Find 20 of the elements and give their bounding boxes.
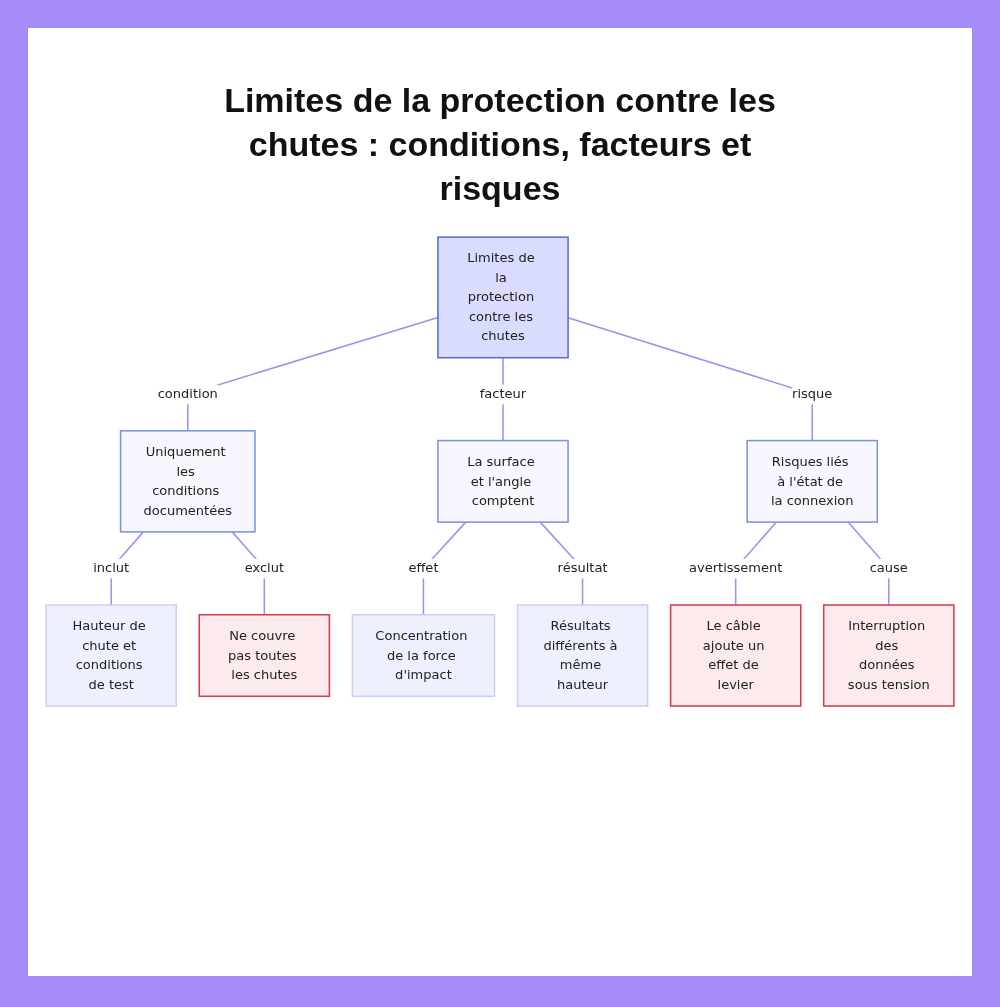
edge-label: facteur [479, 385, 527, 401]
node-box: Uniquement les conditions documentées [119, 429, 256, 533]
edge-label: avertissement [688, 559, 783, 576]
node-box: Concentration de la force d'impact [351, 613, 496, 697]
edge-label: condition [157, 385, 218, 401]
node-box: Limites de la protection contre les chutes [437, 235, 569, 359]
node-box: Hauteur de chute et conditions de test [45, 603, 178, 707]
edge-label: exclut [244, 559, 285, 576]
node-box: Le câble ajoute un effet de levier [669, 603, 802, 707]
edge-label: cause [869, 559, 908, 576]
node-box: Interruption des données sous tension [822, 603, 955, 707]
node-box: Ne couvre pas toutes les chutes [198, 613, 331, 697]
diagram-title: Limites de la protection contre les chutes : conditions, facteurs et risques [223, 80, 777, 210]
edge-label: effet [408, 559, 439, 576]
node-box: Risques liés à l'état de la connexion [746, 439, 879, 523]
node-box: Résultats différents à même hauteur [516, 603, 649, 707]
node-box: La surface et l'angle comptent [437, 439, 569, 523]
edge-label: risque [792, 385, 833, 401]
edge-label: résultat [557, 559, 608, 576]
edge-label: inclut [93, 559, 130, 576]
